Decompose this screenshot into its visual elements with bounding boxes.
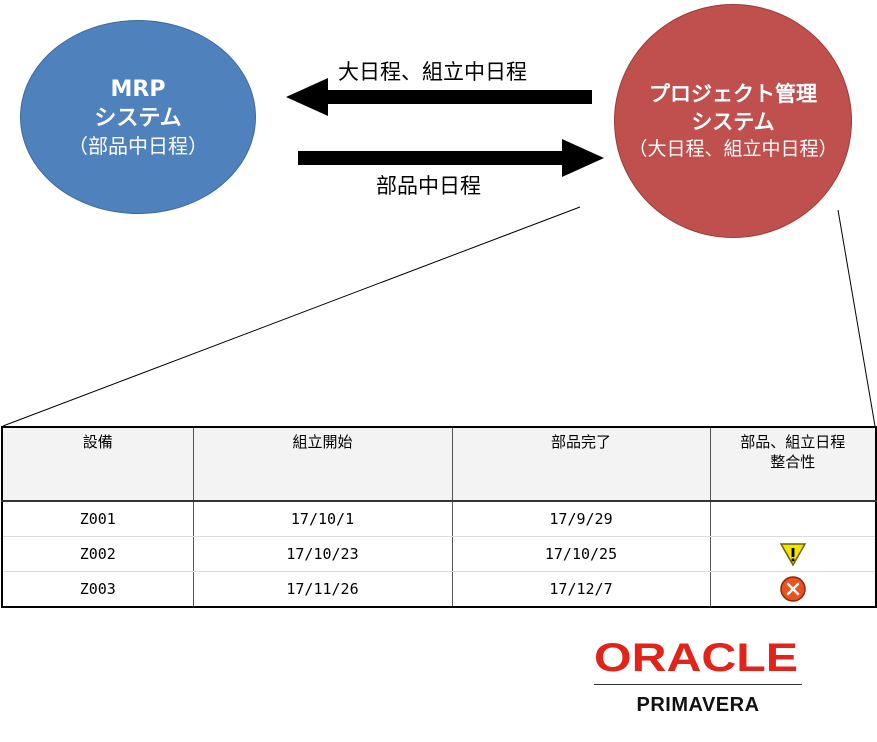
header-parts-complete[interactable]: 部品完了 bbox=[452, 427, 711, 502]
header-consistency-line1: 部品、組立日程 bbox=[740, 433, 846, 451]
table-row[interactable]: Z003 17/11/26 17/12/7 bbox=[2, 571, 876, 608]
pm-system-scope: （大日程、組立中日程） bbox=[628, 138, 838, 160]
pm-system-title: プロジェクト管理 bbox=[649, 82, 817, 106]
zoom-line-right bbox=[837, 209, 876, 427]
mrp-system-title: MRP bbox=[110, 76, 166, 102]
mrp-system-subtitle: システム bbox=[94, 105, 182, 131]
mrp-system-scope: （部品中日程） bbox=[68, 133, 208, 158]
zoom-line-left bbox=[2, 206, 581, 427]
header-consistency-line2: 整合性 bbox=[770, 453, 816, 471]
pm-system-node: プロジェクト管理 システム （大日程、組立中日程） bbox=[614, 4, 852, 238]
primavera-wordmark: PRIMAVERA bbox=[636, 694, 760, 716]
mrp-system-node: MRP システム （部品中日程） bbox=[20, 20, 256, 214]
header-assembly-start[interactable]: 組立開始 bbox=[193, 427, 453, 502]
cell-equipment: Z001 bbox=[2, 501, 194, 537]
cell-consistency bbox=[710, 501, 876, 537]
cell-assembly-start: 17/11/26 bbox=[193, 571, 453, 607]
logo-divider bbox=[594, 684, 802, 685]
oracle-logo-icon: ORACLE bbox=[594, 638, 798, 678]
cell-equipment: Z002 bbox=[2, 536, 194, 572]
cell-consistency bbox=[710, 536, 876, 572]
arrow-to-pm bbox=[298, 139, 604, 177]
arrow-label-to-pm: 部品中日程 bbox=[376, 174, 481, 198]
pm-system-subtitle: システム bbox=[691, 110, 775, 134]
svg-text:ORACLE: ORACLE bbox=[594, 638, 798, 678]
cell-parts-complete: 17/12/7 bbox=[452, 571, 711, 607]
cell-equipment: Z003 bbox=[2, 571, 194, 607]
schedule-table: 設備 組立開始 部品完了 部品、組立日程 整合性 Z001 17/10/1 17… bbox=[1, 426, 877, 608]
table-row[interactable]: Z001 17/10/1 17/9/29 bbox=[2, 501, 876, 537]
table-header-row: 設備 組立開始 部品完了 部品、組立日程 整合性 bbox=[2, 427, 876, 502]
cell-assembly-start: 17/10/23 bbox=[193, 536, 453, 572]
oracle-primavera-logo: ORACLE PRIMAVERA bbox=[594, 638, 808, 722]
cell-parts-complete: 17/9/29 bbox=[452, 501, 711, 537]
arrow-label-to-mrp: 大日程、組立中日程 bbox=[338, 60, 527, 84]
cell-consistency bbox=[710, 572, 876, 608]
table-row[interactable]: Z002 17/10/23 17/10/25 bbox=[2, 536, 876, 572]
arrow-to-mrp bbox=[286, 78, 592, 116]
warning-icon bbox=[779, 543, 807, 567]
header-equipment[interactable]: 設備 bbox=[2, 427, 194, 502]
header-consistency[interactable]: 部品、組立日程 整合性 bbox=[710, 427, 876, 502]
cell-parts-complete: 17/10/25 bbox=[452, 536, 711, 572]
cell-assembly-start: 17/10/1 bbox=[193, 501, 453, 537]
error-icon bbox=[780, 576, 806, 602]
